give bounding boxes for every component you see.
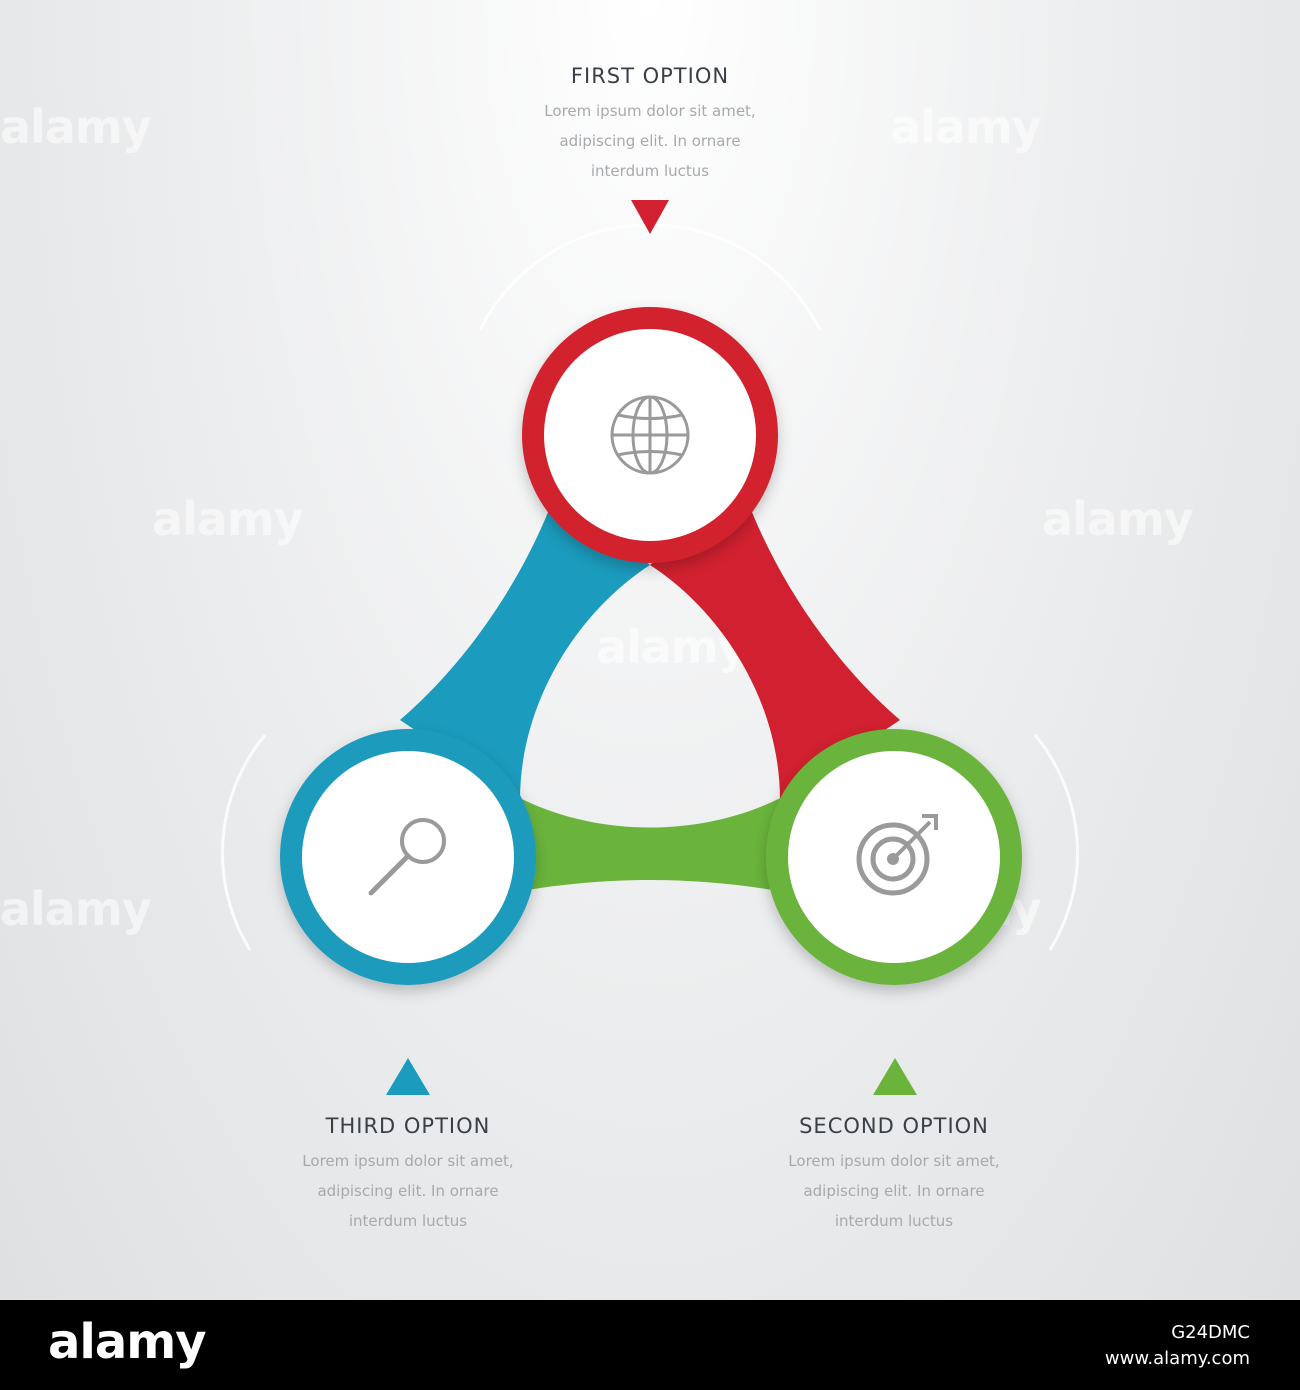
second-option-pointer <box>873 1058 917 1095</box>
magnifier-icon <box>368 818 446 896</box>
alamy-logo: alamy <box>48 1314 207 1370</box>
image-id-block: G24DMC www.alamy.com <box>1105 1320 1250 1372</box>
target-icon <box>856 814 938 896</box>
third-option-pointer <box>386 1058 430 1095</box>
description-line: interdum luctus <box>834 1212 954 1230</box>
diagram-stage: alamy alamy alamy alamy alamy alamy alam… <box>0 64 1194 1236</box>
watermark: alamy <box>0 882 152 936</box>
description-line: adipiscing elit. In ornare <box>559 132 741 150</box>
connector-second-third <box>500 790 800 895</box>
first-option-pointer <box>631 200 669 234</box>
image-id: G24DMC <box>1171 1322 1250 1343</box>
description-line: adipiscing elit. In ornare <box>803 1182 985 1200</box>
description-line: Lorem ipsum dolor sit amet, <box>544 102 756 120</box>
third-option-description: Lorem ipsum dolor sit amet, adipiscing e… <box>228 1146 588 1236</box>
three-option-diagram <box>280 200 1022 1095</box>
description-line: adipiscing elit. In ornare <box>317 1182 499 1200</box>
description-line: Lorem ipsum dolor sit amet, <box>302 1152 514 1170</box>
first-option-title: FIRST OPTION <box>570 64 730 88</box>
watermark: alamy <box>0 100 152 154</box>
watermark: alamy <box>1042 492 1194 546</box>
third-option-title: THIRD OPTION <box>325 1114 491 1138</box>
description-line: Lorem ipsum dolor sit amet, <box>788 1152 1000 1170</box>
connector-first-second <box>650 480 900 800</box>
footer-bar: alamy G24DMC www.alamy.com <box>0 1300 1300 1390</box>
description-line: interdum luctus <box>590 162 710 180</box>
watermark: alamy <box>890 100 1042 154</box>
site-url: www.alamy.com <box>1104 1348 1250 1369</box>
description-line: interdum luctus <box>348 1212 468 1230</box>
first-option-description: Lorem ipsum dolor sit amet, adipiscing e… <box>470 96 830 186</box>
globe-icon <box>610 395 690 475</box>
connector-third-first <box>400 480 650 800</box>
second-option-description: Lorem ipsum dolor sit amet, adipiscing e… <box>714 1146 1074 1236</box>
watermark: alamy <box>152 492 304 546</box>
second-option-title: SECOND OPTION <box>799 1114 989 1138</box>
